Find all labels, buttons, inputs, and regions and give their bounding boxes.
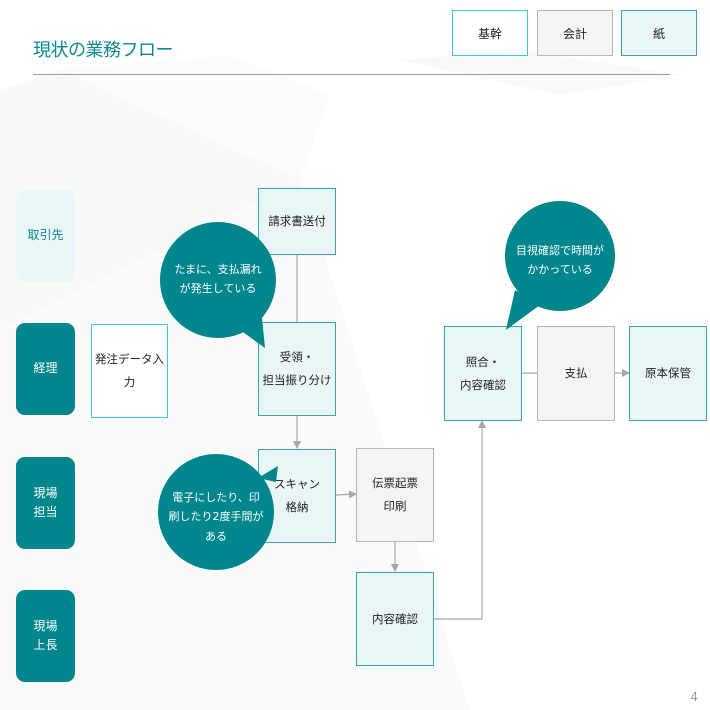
node-juryo-furiwake: 受領・ 担当振り分け (258, 322, 336, 416)
title-divider (33, 74, 670, 75)
node-shiharai: 支払 (537, 326, 615, 421)
legend-kikan: 基幹 (452, 10, 528, 56)
node-naiyo-kakunin: 内容確認 (356, 572, 434, 666)
page-number: 4 (690, 690, 698, 704)
callout-bubble-nido-tema (158, 454, 278, 570)
node-denpyo-kihyo: 伝票起票 印刷 (356, 448, 434, 542)
callout-bubble-mokushi (505, 201, 615, 330)
connector-kakunin-shogo (434, 420, 486, 620)
callout-shiharai-more-text: たまに、支払漏れ が発生している (174, 263, 262, 296)
node-genpon-hokan: 原本保管 (629, 326, 707, 421)
lane-torihikisaki: 取引先 (16, 190, 75, 282)
callout-nido-tema-text: 電子にしたり、印 刷したり2度手間が ある (168, 491, 264, 543)
node-shogo-naiyo-kakunin: 照合・ 内容確認 (444, 326, 522, 421)
connector-scan-denpyo (335, 490, 357, 499)
callout-bubble-shiharai-more (160, 222, 276, 348)
lane-genba-tanto: 現場 担当 (16, 457, 75, 549)
page-title: 現状の業務フロー (33, 40, 174, 61)
node-hatchu-data-nyuryoku: 発注データ入力 (91, 324, 168, 418)
lane-keiri: 経理 (16, 323, 75, 415)
node-seikyusho-sofu: 請求書送付 (258, 188, 336, 255)
callout-mokushi-text: 目視確認で時間が かかっている (516, 244, 604, 277)
legend-kaikei: 会計 (537, 10, 613, 56)
legend-kami: 紙 (621, 10, 697, 56)
lane-genba-jocho: 現場 上長 (16, 590, 75, 682)
